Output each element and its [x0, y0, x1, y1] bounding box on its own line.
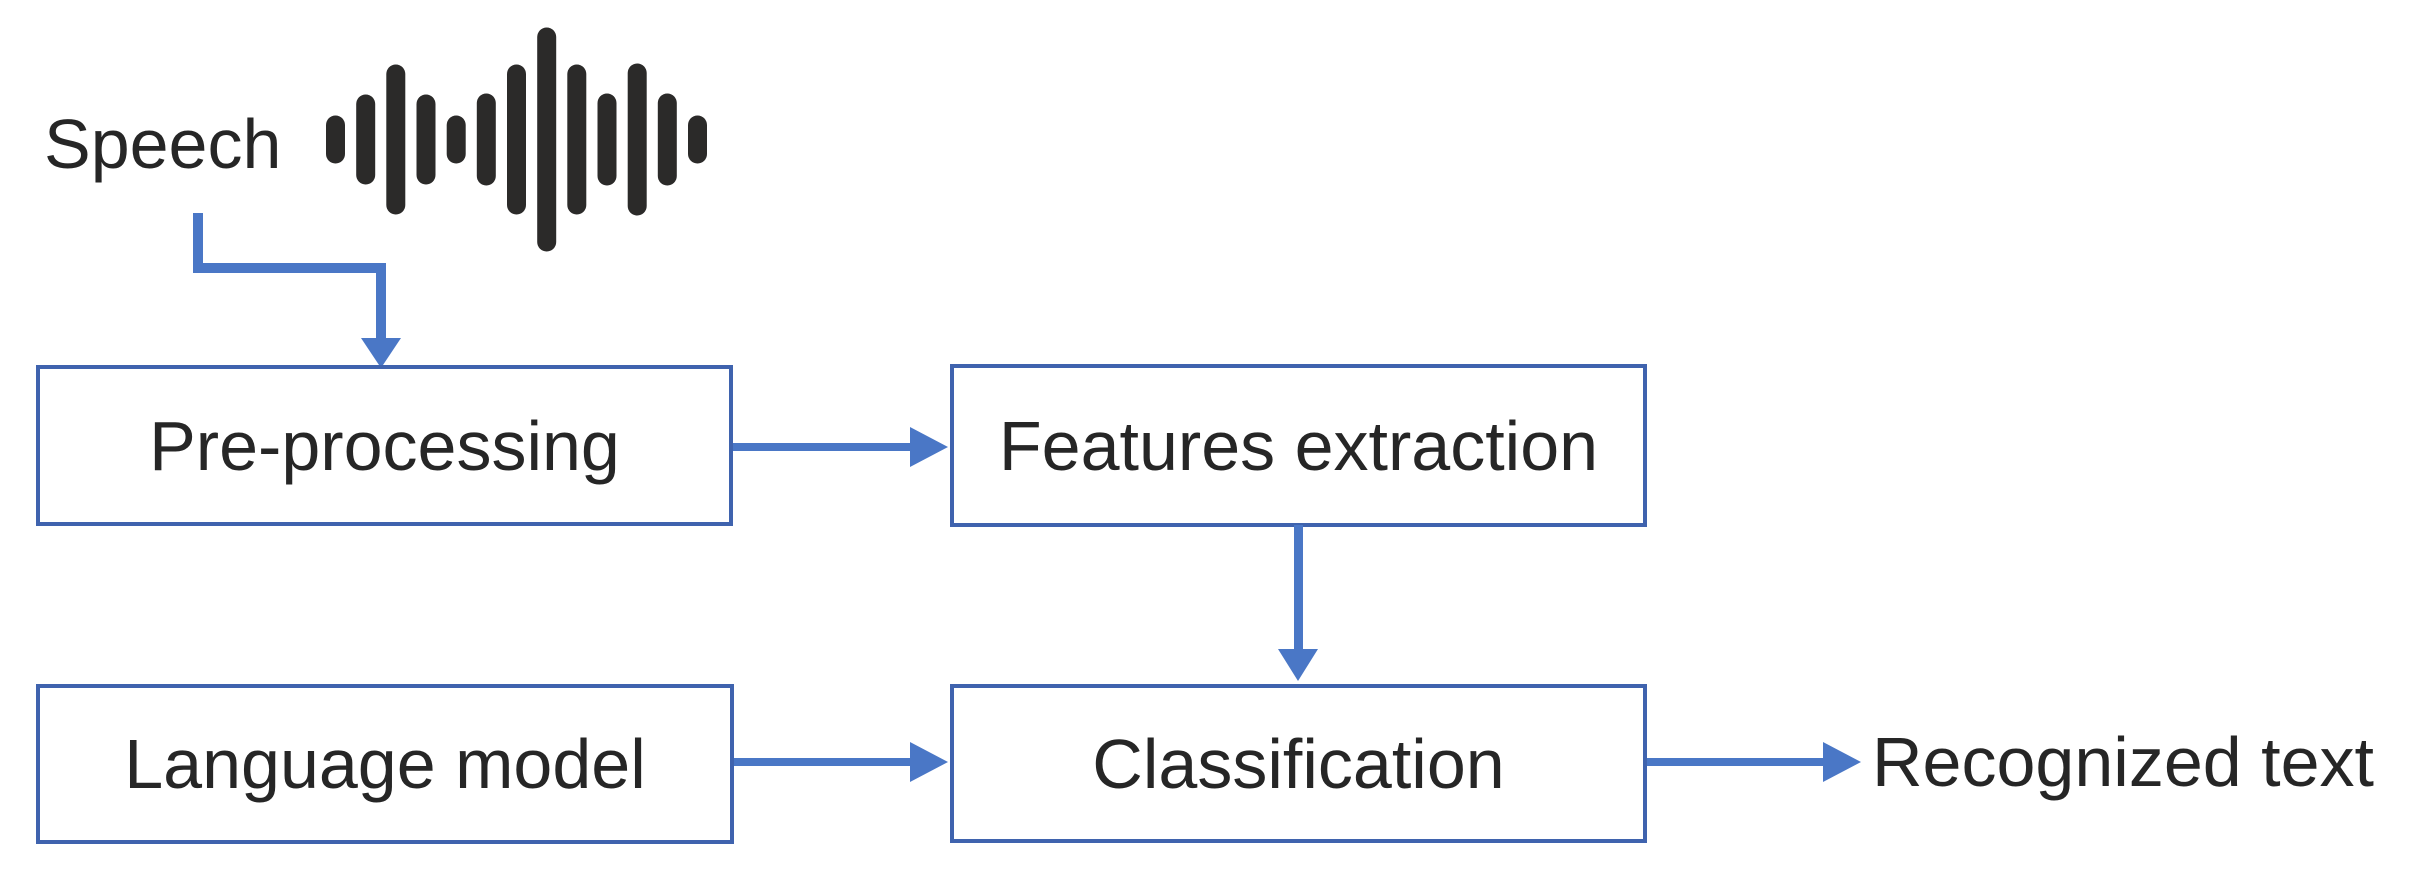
- node-language-model: Language model: [36, 684, 734, 844]
- arrowhead-right-icon: [910, 742, 948, 782]
- node-features-extraction-label: Features extraction: [998, 406, 1599, 485]
- arrow-segment: [193, 263, 386, 273]
- arrow-segment: [376, 263, 386, 343]
- node-preprocessing-label: Pre-processing: [149, 406, 620, 485]
- node-preprocessing: Pre-processing: [36, 365, 733, 526]
- arrowhead-right-icon: [1823, 742, 1861, 782]
- arrow-segment: [734, 758, 911, 766]
- speech-label: Speech: [44, 105, 282, 183]
- arrowhead-right-icon: [910, 427, 948, 467]
- arrow-segment: [733, 443, 915, 451]
- node-classification-label: Classification: [1092, 724, 1505, 803]
- recognized-text-label: Recognized text: [1872, 723, 2374, 801]
- node-classification: Classification: [950, 684, 1647, 843]
- arrow-segment: [1647, 758, 1824, 766]
- arrow-segment: [193, 213, 203, 273]
- arrowhead-down-icon: [361, 338, 401, 368]
- arrow-segment: [1294, 525, 1303, 651]
- node-features-extraction: Features extraction: [950, 364, 1647, 527]
- node-language-model-label: Language model: [124, 725, 646, 803]
- audio-waveform-icon: [326, 27, 707, 252]
- arrowhead-down-icon: [1278, 649, 1318, 681]
